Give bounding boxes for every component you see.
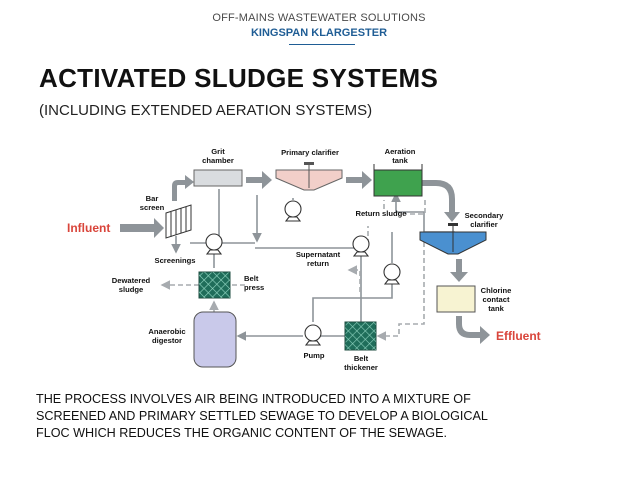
bar-screen-label-2: screen [140, 203, 165, 212]
chlorine-contact-tank [436, 285, 476, 313]
description-paragraph: THE PROCESS INVOLVES AIR BEING INTRODUCE… [36, 392, 488, 440]
belt-press-label-1: Belt [244, 274, 259, 283]
chlorine-label-1: Chlorine [481, 286, 512, 295]
influent-label: Influent [67, 221, 110, 235]
screen-to-grit-arrow [172, 175, 194, 201]
grit-chamber-label-2: chamber [202, 156, 234, 165]
bar-screen-label-1: Bar [146, 194, 159, 203]
header-underline [289, 44, 355, 45]
primary-to-aeration-arrow [346, 171, 372, 189]
aeration-to-secondary-arrow [422, 180, 460, 222]
aeration-tank [373, 169, 423, 197]
pump-icon [205, 233, 223, 255]
grit-to-primary-arrow [246, 171, 272, 189]
supernatant-return-label-1: Supernatant [296, 250, 341, 259]
digestor-label-1: Anaerobic [148, 327, 185, 336]
header-subtitle: OFF-MAINS WASTEWATER SOLUTIONS [212, 12, 426, 24]
pump-icon [383, 263, 401, 285]
supernatant-return-label-2: return [307, 259, 329, 268]
anaerobic-digestor [193, 311, 237, 368]
pump-icon [284, 200, 302, 222]
belt-thickener-label-2: thickener [344, 363, 378, 372]
secondary-clarifier-label-2: clarifier [470, 220, 497, 229]
belt-thickener-label-1: Belt [354, 354, 369, 363]
screenings-label: Screenings [155, 256, 196, 265]
chlorine-to-effluent-arrow [456, 316, 490, 344]
pump-label: Pump [303, 351, 324, 360]
primary-clarifier-label: Primary clarifier [281, 148, 339, 157]
header-brand: KINGSPAN KLARGESTER [250, 27, 388, 39]
effluent-label: Effluent [496, 329, 541, 343]
belt-press-label-2: press [244, 283, 264, 292]
return-sludge-label: Return sludge [355, 209, 406, 218]
chlorine-label-3: tank [488, 304, 504, 313]
bar-screen [165, 204, 192, 239]
grit-chamber [193, 169, 243, 187]
page-title: ACTIVATED SLUDGE SYSTEMS [39, 63, 439, 93]
page-subtitle: (INCLUDING EXTENDED AERATION SYSTEMS) [39, 102, 373, 119]
digestor-label-2: digestor [152, 336, 182, 345]
pump-icon [304, 324, 322, 346]
main-flow-arrows [120, 171, 490, 344]
aeration-tank-label-2: tank [392, 156, 408, 165]
grit-chamber-label-1: Grit [211, 147, 225, 156]
secondary-to-chlorine-arrow [450, 259, 468, 282]
aeration-tank-label-1: Aeration [385, 147, 416, 156]
dewatered-sludge-label-2: sludge [119, 285, 143, 294]
chlorine-label-2: contact [482, 295, 509, 304]
pump-icon [352, 235, 370, 257]
secondary-clarifier-label-1: Secondary [465, 211, 505, 220]
influent-arrow [120, 218, 164, 238]
dewatered-sludge-label-1: Dewatered [112, 276, 151, 285]
